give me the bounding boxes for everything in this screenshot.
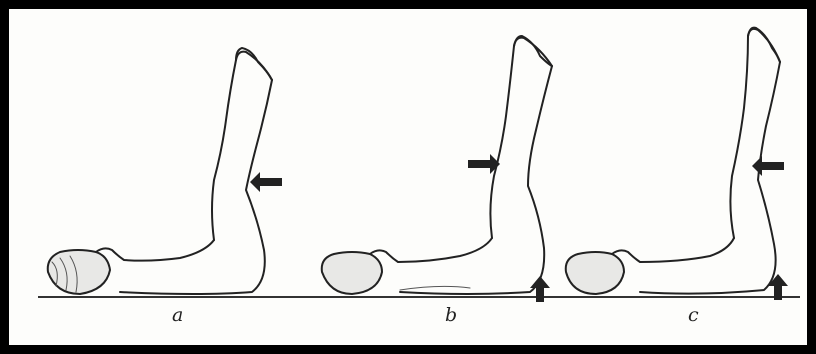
figure-c <box>566 28 780 294</box>
figure-a <box>48 48 272 294</box>
panel-label-a: a <box>172 304 183 326</box>
panel-label-b: b <box>445 304 457 326</box>
arrow-left-icon <box>752 156 784 176</box>
arrow-left-icon <box>250 172 282 192</box>
panel-label-c: c <box>688 304 699 326</box>
figure-b <box>322 36 552 294</box>
